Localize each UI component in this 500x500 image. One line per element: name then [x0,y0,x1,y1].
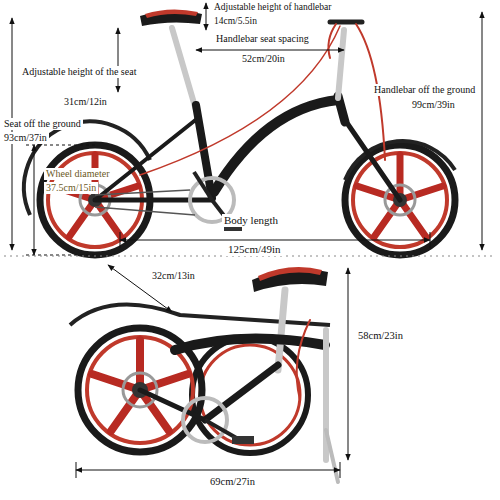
frame [95,22,400,200]
dimension-label: 52cm/20in [240,53,287,65]
dimension-lines [4,3,496,256]
folded-frame [140,290,338,482]
dimension-label: 31cm/12in [62,96,109,108]
dimension-lines [76,265,348,478]
mudguards [24,122,455,215]
dimension-label: Adjustable height of the seat [20,66,138,78]
dimension-label: 69cm/27in [208,476,257,488]
dimension-label: Adjustable height of handlebar [212,2,333,13]
dimension-label: 58cm/23in [356,330,405,342]
drivetrain [95,172,242,231]
dimension-label: Wheel diameter [44,168,112,180]
dimension-label: Seat off the ground [2,118,83,130]
dimension-label: 14cm/5.5in [212,16,259,27]
folded-saddle [252,267,328,292]
dimension-label: Handlebar seat spacing [214,33,311,45]
folded-mudguard [70,305,330,325]
folded-front-wheel [192,337,308,453]
dimension-label: 37.5cm/15in [44,182,98,194]
dimension-label: Body length [222,214,280,227]
dimension-label: 32cm/13in [150,270,197,282]
dimension-label: 93cm/37in [2,132,49,144]
saddle [140,9,202,26]
dimension-label: 99cm/39in [410,99,457,111]
dimension-label: Handlebar off the ground [372,84,477,96]
dimension-label: 125cm/49in [226,243,283,256]
folded-drivetrain [183,398,254,444]
